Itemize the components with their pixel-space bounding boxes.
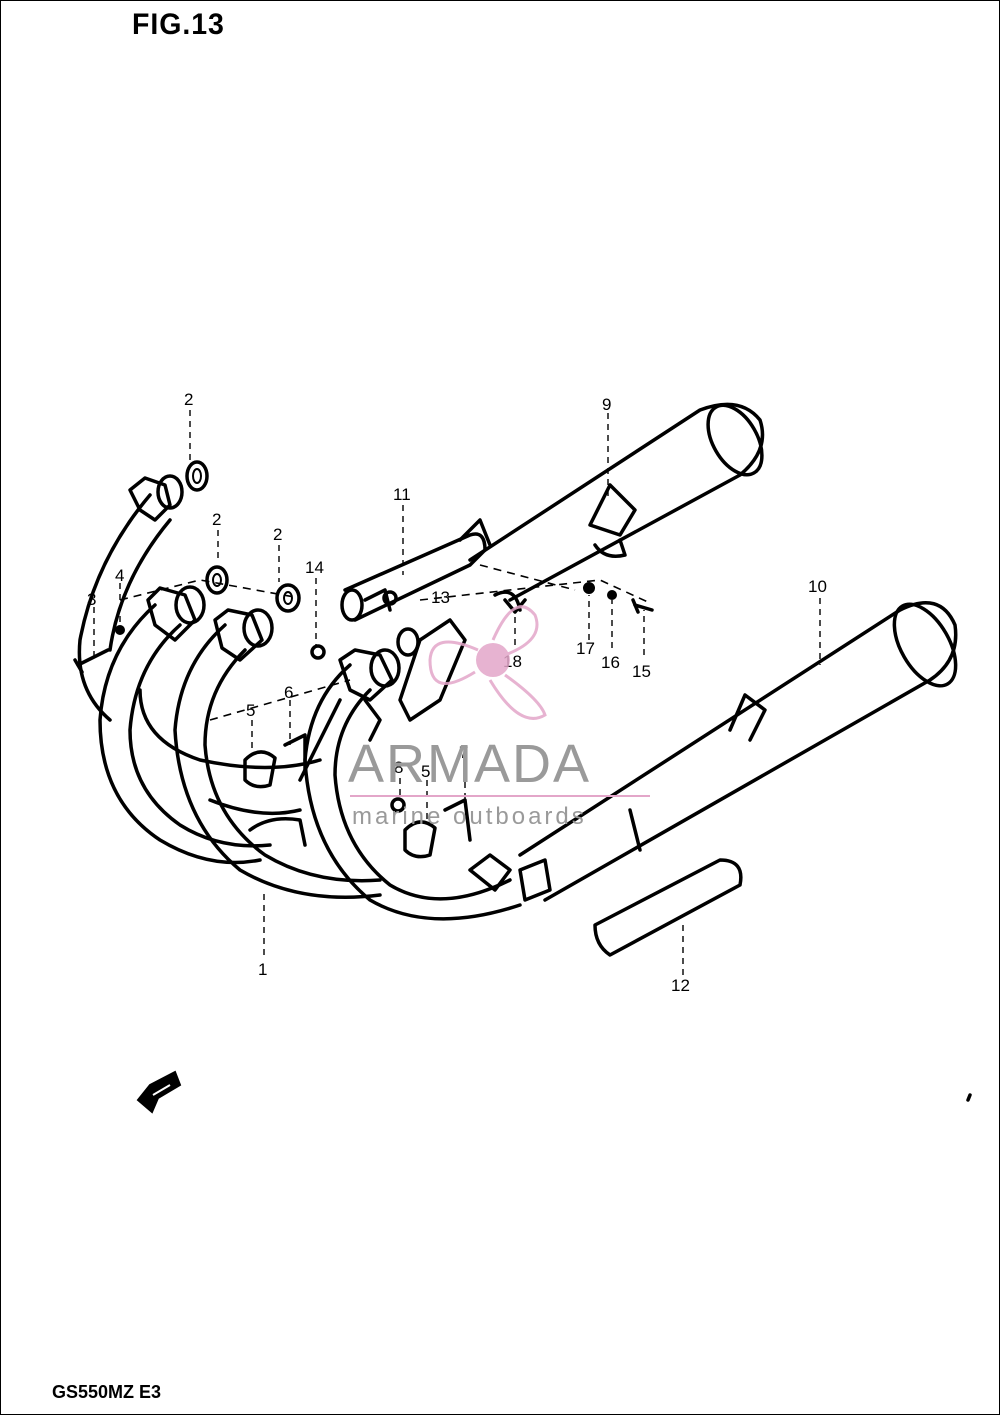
chamber-pipe (340, 518, 492, 622)
stud-bolt (73, 625, 125, 674)
callout-label: 12 (671, 976, 690, 995)
hardware (243, 582, 654, 859)
callout-label: 7 (459, 743, 468, 762)
callout-label: 9 (602, 395, 611, 414)
watermark-tagline: marine outboards (352, 803, 587, 830)
model-label: GS550MZ E3 (52, 1382, 162, 1402)
callout-label: 2 (212, 510, 221, 529)
callout-labels: 1 2 2 2 3 4 5 5 6 7 8 9 10 11 12 13 14 1… (87, 390, 827, 995)
callout-label: 11 (393, 485, 411, 504)
heat-protector (593, 858, 743, 957)
callout-label: 6 (284, 683, 293, 702)
callout-label: 1 (258, 960, 267, 979)
muffler-lower (518, 601, 958, 902)
watermark-logo-icon (428, 605, 547, 720)
callout-label: 5 (421, 762, 430, 781)
callout-label: 17 (576, 639, 595, 658)
watermark-brand: ARMADA (348, 734, 591, 794)
callout-label: 16 (601, 653, 620, 672)
callout-label: 5 (246, 701, 255, 720)
leader-lines (93, 410, 821, 975)
figure-title: FIG.13 (132, 8, 225, 41)
callout-label: 10 (808, 577, 827, 596)
stray-mark (966, 1093, 972, 1102)
exhaust-pipes (77, 474, 552, 921)
callout-label: 8 (394, 758, 403, 777)
callout-label: 2 (273, 525, 282, 544)
callout-label: 14 (305, 558, 324, 577)
callout-label: 3 (87, 590, 96, 609)
callout-label: 4 (115, 566, 124, 585)
callout-label: 13 (431, 588, 450, 607)
muffler-upper (468, 402, 765, 602)
callout-label: 15 (632, 662, 651, 681)
callout-label: 2 (184, 390, 193, 409)
front-arrow-icon (136, 1070, 182, 1114)
